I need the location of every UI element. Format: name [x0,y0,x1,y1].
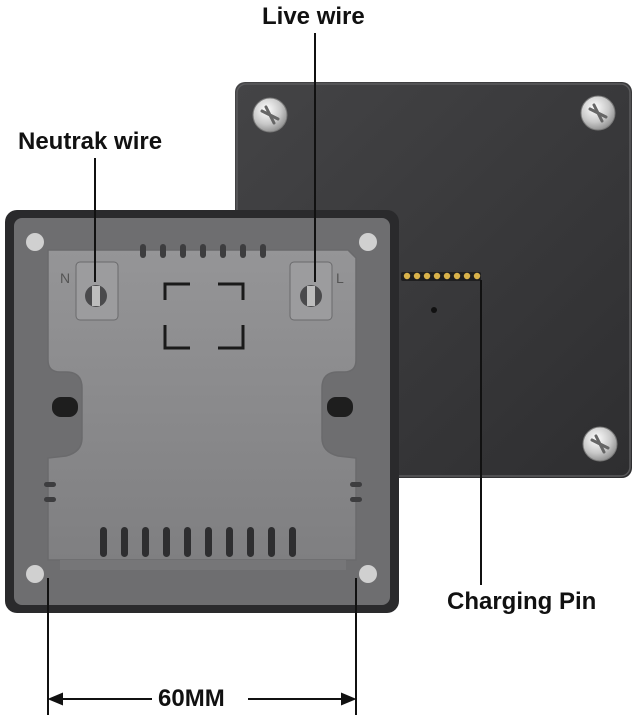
mount-hole [26,233,44,251]
dashed-square-mark [163,282,245,350]
terminal-live: L [289,261,344,321]
bottom-vents [100,527,296,557]
mount-hole [359,233,377,251]
charging-pins [401,272,481,281]
side-vents [44,482,362,502]
side-slot-left [52,397,78,417]
mount-hole [26,565,44,583]
dimension-arrow [47,692,357,706]
screw-icon [252,97,288,133]
side-slot-right [327,397,353,417]
indicator-hole [431,307,437,313]
charging-pin-label: Charging Pin [447,588,597,615]
screw-icon [580,95,616,131]
terminal-mark-l: L [336,270,344,286]
live-wire-label: Live wire [262,3,365,30]
top-vents [140,244,266,258]
switch-housing [47,249,357,570]
dimension-label: 60MM [158,685,225,712]
mount-hole [359,565,377,583]
screw-icon [582,426,618,462]
neutral-wire-label: Neutrak wire [18,128,163,155]
terminal-mark-n: N [60,270,70,286]
terminal-neutral: N [60,261,119,321]
